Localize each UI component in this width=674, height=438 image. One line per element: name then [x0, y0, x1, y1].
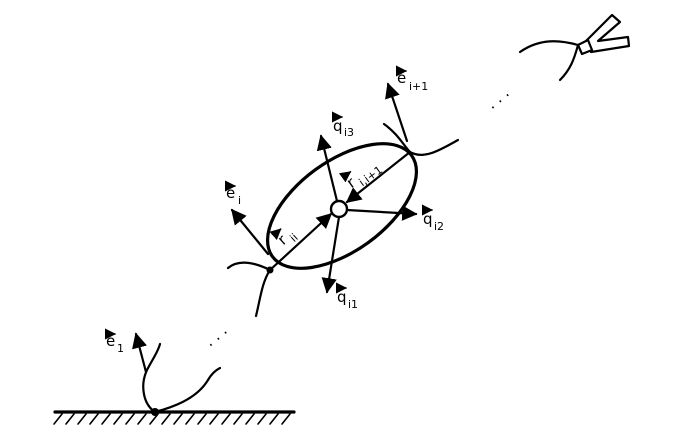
- base-joint: [151, 408, 159, 416]
- end-link-lower: [558, 43, 580, 82]
- base-link: [132, 332, 222, 416]
- base-link-left-curve: [142, 342, 162, 414]
- label-qi1-sub: i1: [348, 298, 358, 311]
- joint-i1-upper: [382, 122, 412, 154]
- label-ei1-sub: i+1: [409, 80, 428, 93]
- label-rii1-main: r: [343, 173, 359, 192]
- label-ei-sub: i: [238, 194, 241, 207]
- label-e1: e 1: [104, 328, 124, 355]
- joint-i1-right: [408, 138, 460, 157]
- label-qi3-main: q: [333, 117, 343, 135]
- ei-arrow: [230, 208, 270, 256]
- ground: [53, 410, 296, 425]
- label-qi3: q i3: [331, 111, 354, 139]
- upper-ellipsis: · · ·: [486, 87, 516, 116]
- q-i3-arrow: [316, 134, 339, 203]
- joint-i-left-lower: [254, 268, 272, 318]
- label-qi1-main: q: [337, 288, 347, 306]
- ground-hatching: [53, 413, 291, 425]
- label-rii1-sub: i,i+1: [356, 163, 385, 189]
- label-rii: r ii: [269, 228, 301, 249]
- joint-i-left-upper: [226, 261, 272, 272]
- label-qi2-sub: i2: [434, 220, 444, 233]
- gripper-fingers: [584, 13, 631, 54]
- label-qi2-main: q: [423, 210, 433, 228]
- label-qi2: q i2: [421, 204, 444, 233]
- end-effector: [518, 13, 631, 82]
- ei1-arrow: [385, 82, 409, 143]
- link-i-body: [265, 142, 419, 270]
- e1-arrow: [132, 332, 148, 374]
- base-link-right-curve: [153, 366, 222, 414]
- label-ei1-main: e: [397, 69, 406, 87]
- label-e1-sub: 1: [117, 342, 124, 355]
- q-i2-arrow: [345, 205, 418, 221]
- lower-ellipsis: · · ·: [204, 324, 234, 353]
- label-qi1: q i1: [335, 282, 358, 311]
- gripper-wrist: [576, 38, 594, 56]
- r-ii-arrow: [268, 212, 333, 272]
- end-link-upper: [518, 40, 580, 54]
- link-i: [226, 82, 460, 318]
- label-ei: e i: [224, 180, 241, 207]
- q-i1-arrow: [321, 215, 341, 294]
- r-ii1-arrow: [345, 150, 412, 204]
- label-ei1: e i+1: [395, 65, 428, 93]
- center-of-mass: [329, 199, 349, 219]
- label-ei-main: e: [226, 184, 235, 202]
- label-qi3-sub: i3: [344, 126, 354, 139]
- label-e1-main: e: [106, 332, 115, 350]
